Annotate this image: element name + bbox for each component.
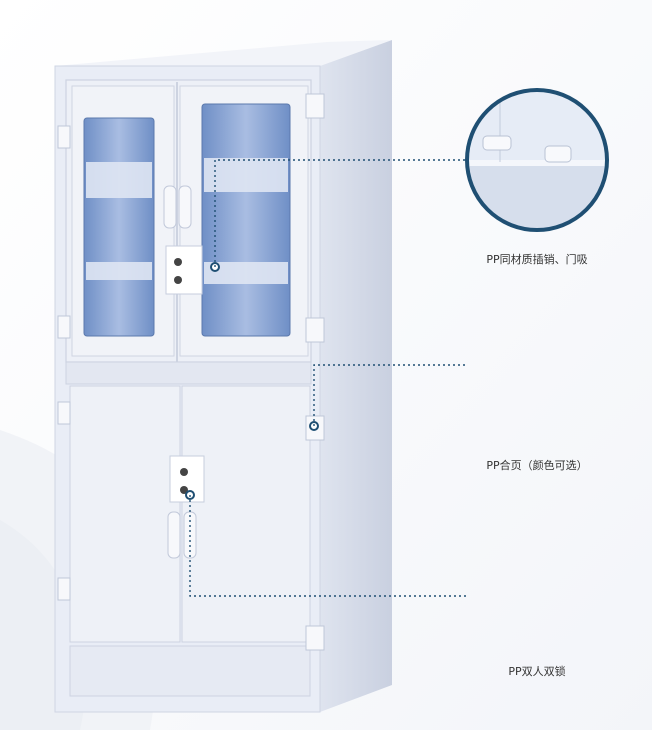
hinge-upper-left — [57, 125, 71, 149]
callout-latch — [465, 88, 609, 232]
latch-icon — [482, 135, 512, 151]
caption-lock: PP双人双锁 — [508, 665, 566, 678]
upper-left-door — [71, 85, 177, 357]
leader-line-hinge — [313, 364, 467, 426]
cabinet-side — [320, 40, 392, 712]
glass-panel-left — [83, 117, 155, 337]
cabinet — [54, 40, 392, 713]
leader-line-lock — [189, 495, 467, 597]
lower-doors — [69, 385, 311, 697]
upper-right-door — [178, 85, 309, 357]
callout-ring-latch — [465, 88, 609, 232]
caption-latch: PP同材质插销、门吸 — [486, 253, 588, 266]
hinge-upper-right — [305, 93, 325, 119]
upper-lock-plate — [165, 245, 203, 295]
leader-line-latch — [214, 159, 467, 267]
cabinet-top — [55, 40, 392, 66]
caption-hinge: PP合页（颜色可选） — [486, 459, 588, 472]
leader-lines — [189, 159, 467, 597]
